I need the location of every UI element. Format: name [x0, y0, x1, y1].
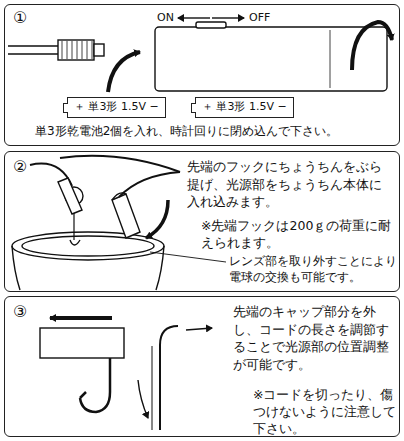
instruction-text: 単3形乾電池2個を入れ、時計回りに閉め込んで下さい。 — [35, 123, 395, 139]
battery: ＋ 単3形 1.5V − — [195, 97, 294, 118]
battery-terminal — [63, 103, 68, 113]
step-panel: ③ 先端のキャップ部分を外し、コードの長さを調節することで光源部の位置調整が可能で… — [4, 296, 400, 437]
battery-terminal — [191, 103, 196, 113]
step-number: ① — [13, 7, 33, 29]
step-panel: ① 単3形乾電池2個を入れ、時計回りに閉め込んで下さい。 ＋ 単3形 1.5V − ＋… — [4, 4, 400, 146]
step-number: ③ — [13, 301, 33, 323]
battery-text: ＋ 単3形 1.5V − — [74, 100, 159, 115]
switch-label: ON — [156, 11, 175, 24]
instruction-text: 先端のフックにちょうちんをぶら提げ、光源部をちょうちん本体に入れ込みます。 — [187, 158, 393, 211]
battery-text: ＋ 単3形 1.5V − — [202, 100, 287, 115]
step-panel: ② 先端のフックにちょうちんをぶら提げ、光源部をちょうちん本体に入れ込みます。 ※先… — [4, 151, 400, 292]
note-text: レンズ部を取り外すことにより電球の交換も可能です。 — [229, 254, 399, 285]
instruction-text: 先端のキャップ部分を外し、コードの長さを調節することで光源部の位置調整が可能です… — [233, 303, 393, 373]
switch-label: OFF — [248, 11, 271, 24]
note-text: ※先端フックは200ｇの荷重に耐えられます。 — [201, 218, 395, 252]
note-text: ※コードを切ったり、傷つけないように注意して下さい。 — [253, 387, 397, 438]
battery: ＋ 単3形 1.5V − — [67, 97, 166, 118]
step-number: ② — [13, 156, 33, 178]
